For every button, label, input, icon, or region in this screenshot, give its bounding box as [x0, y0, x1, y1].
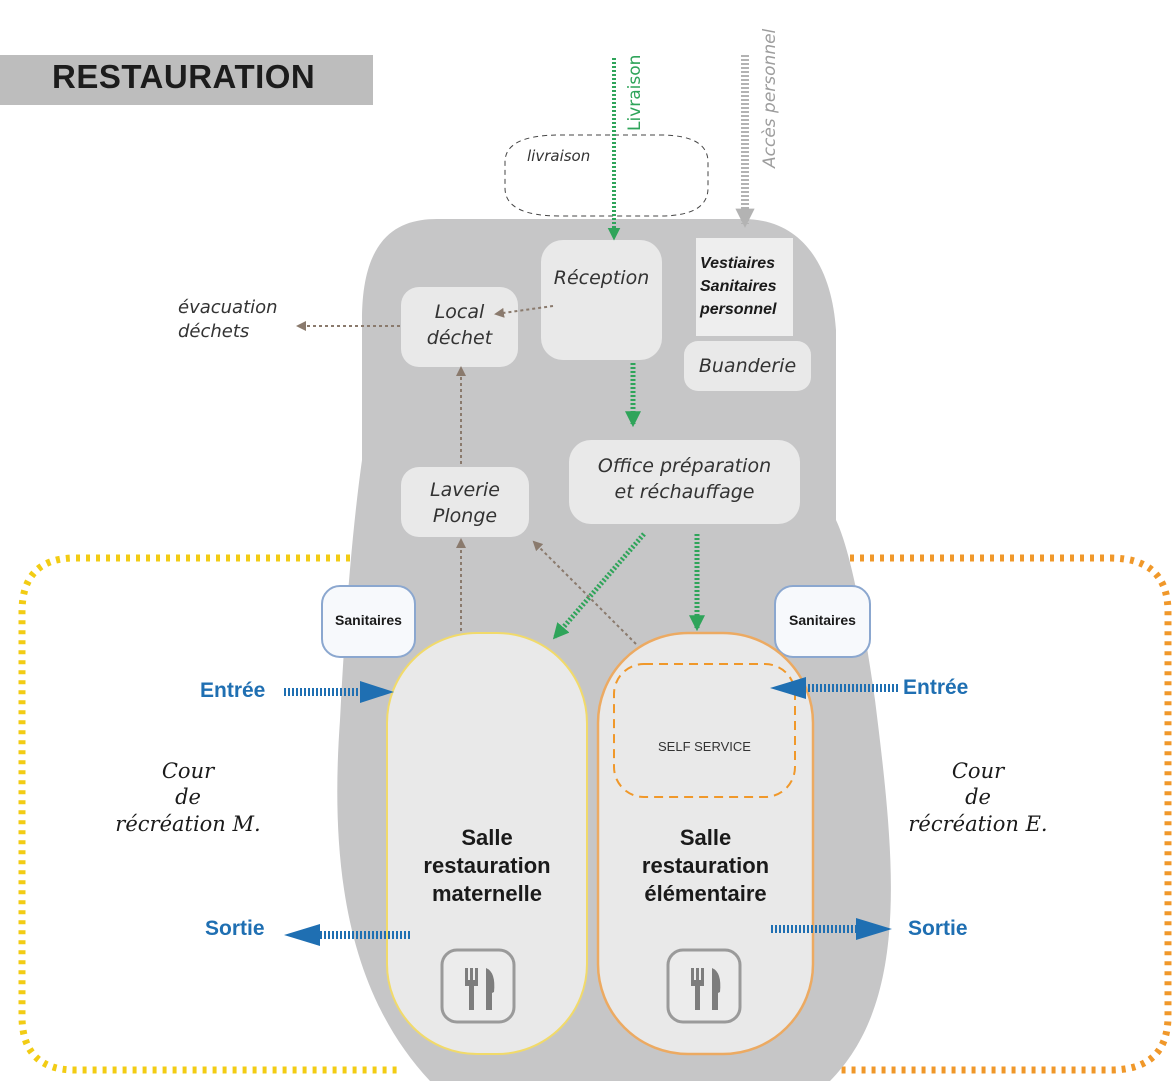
cutlery-icon: [666, 948, 742, 1024]
cutlery-icon: [440, 948, 516, 1024]
local-dechet-label: Local déchet: [426, 301, 493, 349]
entree-left-arrow: [284, 681, 394, 703]
vestiaires-label: Vestiaires Sanitaires personnel: [700, 255, 777, 319]
sortie-right-label: Sortie: [908, 917, 968, 940]
livraison-zone: [504, 134, 709, 217]
cour-elementaire-label: Cour de récréation E.: [908, 759, 1048, 836]
entree-left-label: Entrée: [200, 679, 266, 702]
sanitaires-right-label: Sanitaires: [789, 612, 856, 628]
sortie-left-arrow: [284, 924, 410, 946]
page-title: RESTAURATION: [52, 58, 316, 95]
buanderie-label: Buanderie: [698, 355, 797, 377]
office-room: [569, 440, 800, 524]
entree-right-arrow: [770, 677, 898, 699]
self-service-zone: [613, 663, 796, 798]
livraison-label: Livraison: [625, 54, 645, 131]
entree-right-label: Entrée: [903, 676, 969, 699]
sortie-right-arrow: [771, 918, 892, 940]
laverie-label: Laverie Plonge: [430, 479, 500, 527]
acces-personnel-label: Accès personnel: [760, 28, 780, 168]
cour-maternelle-label: Cour de récréation M.: [115, 759, 261, 836]
livraison-zone-label: livraison: [527, 147, 591, 165]
salle-elementaire-title: Salle restauration élémentaire: [641, 825, 770, 907]
sanitaires-left-label: Sanitaires: [335, 612, 402, 628]
elementaire-to-laverie-arrow: [532, 540, 637, 645]
yard-elementaire-outline: [803, 554, 1172, 1074]
evacuation-label: évacuation déchets: [178, 297, 278, 343]
laverie-room: [401, 467, 529, 537]
sanitaires-right-box: [774, 585, 871, 658]
title-banner: [0, 55, 373, 105]
sanitaires-left-box: [321, 585, 416, 658]
reception-label: Réception: [553, 267, 650, 289]
buanderie-room: [684, 341, 811, 391]
salle-elementaire: [596, 631, 815, 1056]
yard-maternelle-outline: [18, 554, 398, 1074]
self-service-label: SELF SERVICE: [658, 739, 751, 754]
office-label: Office préparation et réchauffage: [597, 455, 772, 503]
salle-maternelle-title: Salle restauration maternelle: [423, 825, 551, 907]
reception-room: [541, 240, 662, 360]
vestiaires-room: [696, 238, 793, 336]
sortie-left-label: Sortie: [205, 917, 265, 940]
local-dechet-room: [401, 287, 518, 367]
office-to-maternelle-arrow: [552, 532, 646, 640]
salle-maternelle: [386, 632, 588, 1055]
